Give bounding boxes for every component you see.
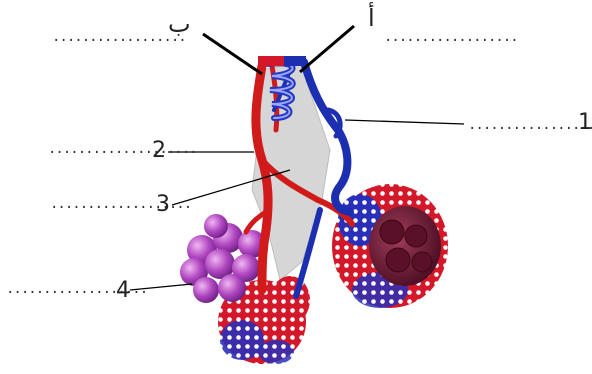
leader-line-1 [345,120,464,124]
label-1: 1 [578,112,592,134]
blank-1[interactable]: .................. [468,118,592,132]
label-3: 3 [156,194,170,216]
label-ba: ب [168,12,191,36]
blank-ba[interactable]: .................. [52,30,186,44]
leader-line-alif [300,26,354,72]
label-4: 4 [116,280,130,302]
alveolar-sac-right [332,184,448,308]
blank-2[interactable]: .................... [48,142,197,156]
label-2: 2 [152,140,166,162]
leader-line-ba [203,34,262,74]
blank-alif[interactable]: .................. [384,30,518,44]
label-alif: أ [368,6,375,30]
